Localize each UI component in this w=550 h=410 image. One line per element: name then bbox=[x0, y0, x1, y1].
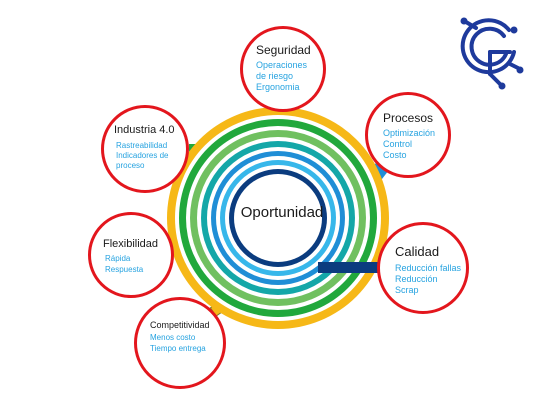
gear-g-circuit-logo-icon bbox=[460, 17, 524, 90]
node-item: de riesgo bbox=[256, 71, 294, 81]
node-item: Scrap bbox=[395, 285, 419, 295]
node-item: Optimización bbox=[383, 128, 436, 138]
node-title: Competitividad bbox=[150, 320, 210, 330]
ring-center bbox=[234, 174, 322, 262]
node-item: Rápida bbox=[105, 254, 131, 263]
node-item: Menos costo bbox=[150, 333, 196, 342]
node-competitividad: Competitividad Menos costo Tiempo entreg… bbox=[134, 297, 226, 389]
node-title: Procesos bbox=[383, 111, 434, 125]
node-procesos: Procesos Optimización Control Costo bbox=[365, 92, 451, 178]
node-item: Reducción fallas bbox=[395, 263, 462, 273]
concentric-rings bbox=[167, 107, 389, 329]
node-item: Tiempo entrega bbox=[150, 344, 206, 353]
node-item: Control bbox=[383, 139, 413, 149]
center-label: Oportunidad bbox=[240, 204, 324, 221]
node-item: Ergonomia bbox=[256, 82, 300, 92]
node-item: Operaciones bbox=[256, 60, 308, 70]
node-calidad: Calidad Reducción fallas Reducción Scrap bbox=[377, 222, 469, 314]
node-item: Respuesta bbox=[105, 265, 144, 274]
node-industria: Industria 4.0 Rastreabilidad Indicadores… bbox=[101, 105, 189, 193]
node-item: Indicadores de bbox=[116, 151, 169, 160]
node-title: Flexibilidad bbox=[103, 238, 159, 250]
node-item: Reducción bbox=[395, 274, 438, 284]
node-title: Calidad bbox=[395, 244, 440, 259]
node-title: Industria 4.0 bbox=[114, 124, 175, 136]
node-item: proceso bbox=[116, 161, 145, 170]
connector-calidad bbox=[318, 262, 386, 273]
node-item: Rastreabilidad bbox=[116, 141, 168, 150]
node-flexibilidad: Flexibilidad Rápida Respuesta bbox=[88, 212, 174, 298]
node-title: Seguridad bbox=[256, 43, 311, 57]
node-item: Costo bbox=[383, 150, 407, 160]
node-seguridad: Seguridad Operaciones de riesgo Ergonomi… bbox=[240, 26, 326, 112]
